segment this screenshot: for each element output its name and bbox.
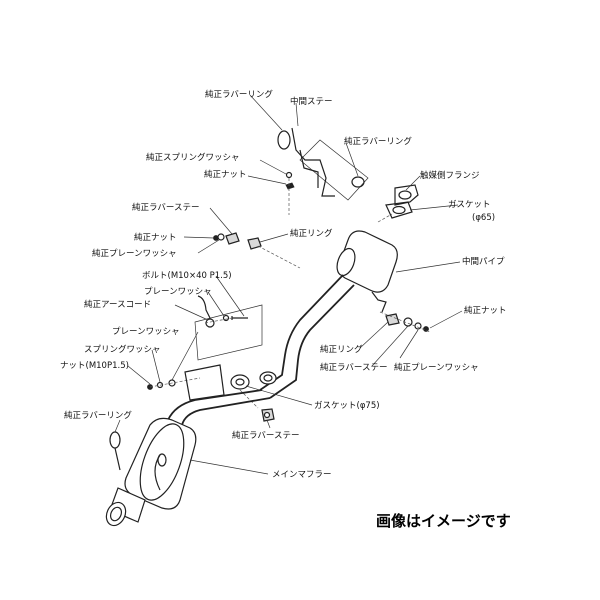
gasket-75-part [230,374,250,390]
parts-drawing [105,127,431,527]
resonator-end [336,247,356,277]
dash-bolt [204,317,233,324]
rubber-ring-mid-part [351,176,365,188]
catalyst-flange-hole [398,190,412,200]
label-bolt: ボルト(M10×40 P1.5) [142,271,232,281]
label-rubber-stay-bottom: 純正ラバーステー [232,430,300,441]
label-rubber-ring-top: 純正ラバーリング [205,89,273,100]
label-rubber-ring-bottom: 純正ラバーリング [64,410,132,421]
label-spring-washer: スプリングワッシャ [84,344,161,355]
image-note: 画像はイメージです [376,512,511,530]
gasket-65-part [385,201,413,219]
spring-washer-top-part [285,171,293,179]
label-spring-washer-genuine: 純正スプリングワッシャ [146,152,240,163]
dash-gasket [377,213,393,223]
pipe-flange-part [259,371,277,385]
plain-washer-right-part [414,322,422,330]
label-gasket-65: ガスケット [448,199,491,210]
label-genuine-ring-bottom: 純正リング [320,344,363,355]
label-nut: ナット(M10P1.5) [60,361,129,371]
leader-lines [114,94,463,475]
genuine-ring-bottom-part [385,313,400,326]
label-gasket-65-size: (φ65) [472,213,495,223]
resonator-bracket [371,291,387,313]
genuine-nut-right-part [423,326,429,332]
plain-washer-1-part [222,314,230,322]
bracket-box-top [299,139,369,201]
earth-cord-part [197,295,211,319]
label-genuine-nut-right: 純正ナット [464,305,507,316]
hanger-rod-bottom [114,447,121,471]
middle-pipe-tube [259,274,355,399]
earth-cord-terminal [205,318,215,328]
label-middle-stay: 中間ステー [290,96,333,107]
label-plain-washer-2: プレーンワッシャ [112,327,180,337]
dash-left-stay [257,245,301,269]
dash-lower [149,377,201,388]
label-plain-washer-genuine-left: 純正プレーンワッシャ [92,248,177,259]
muffler-rubber-ring [157,453,167,467]
label-plain-washer-genuine-right: 純正プレーンワッシャ [394,362,479,373]
label-middle-pipe: 中間パイプ [462,256,505,267]
gasket-65-hole [392,205,406,215]
muffler-inlet-pipe [167,389,271,426]
tail-pipe-tip [105,501,127,527]
plain-washer-left-part [217,233,225,241]
rubber-stay-bottom-hole [263,411,271,419]
labels: 純正ラバーリング 中間ステー 純正ラバーリング 純正スプリングワッシャ 純正ナッ… [60,89,511,530]
pipe-flange-hole [263,374,273,382]
gasket-75-hole [235,378,245,386]
rubber-ring-top-part [277,130,291,150]
label-gasket-75: ガスケット(φ75) [314,400,380,411]
main-muffler-end [139,423,185,501]
rubber-stay-left-part [225,232,240,245]
label-main-muffler: メインマフラー [272,470,332,480]
genuine-ring-top-part [247,237,262,250]
label-rubber-ring-mid: 純正ラバーリング [344,136,412,147]
rubber-ring-bottom-part [109,431,121,449]
middle-stay-part [291,127,335,197]
bolt-part [231,316,248,320]
label-genuine-nut-left: 純正ナット [134,232,177,243]
dash-right-stay [379,311,431,333]
muffler-bracket-plate [184,364,225,401]
bracket-box-mid [194,304,263,361]
label-rubber-stay-top: 純正ラバーステー [132,202,200,213]
tail-pipe-tip-inner [109,506,123,522]
genuine-nut-top-part [285,182,295,190]
label-earth-cord: 純正アースコード [84,299,151,310]
label-rubber-stay-mid: 純正ラバーステー [320,362,388,373]
label-genuine-ring-top: 純正リング [290,228,333,239]
label-plain-washer-1: プレーンワッシャ [144,287,212,297]
catalyst-flange-part [394,184,419,206]
label-catalyst-flange: 触媒側フランジ [420,170,480,181]
label-genuine-nut-top: 純正ナット [204,169,247,180]
dash-gasket-75 [239,389,259,409]
